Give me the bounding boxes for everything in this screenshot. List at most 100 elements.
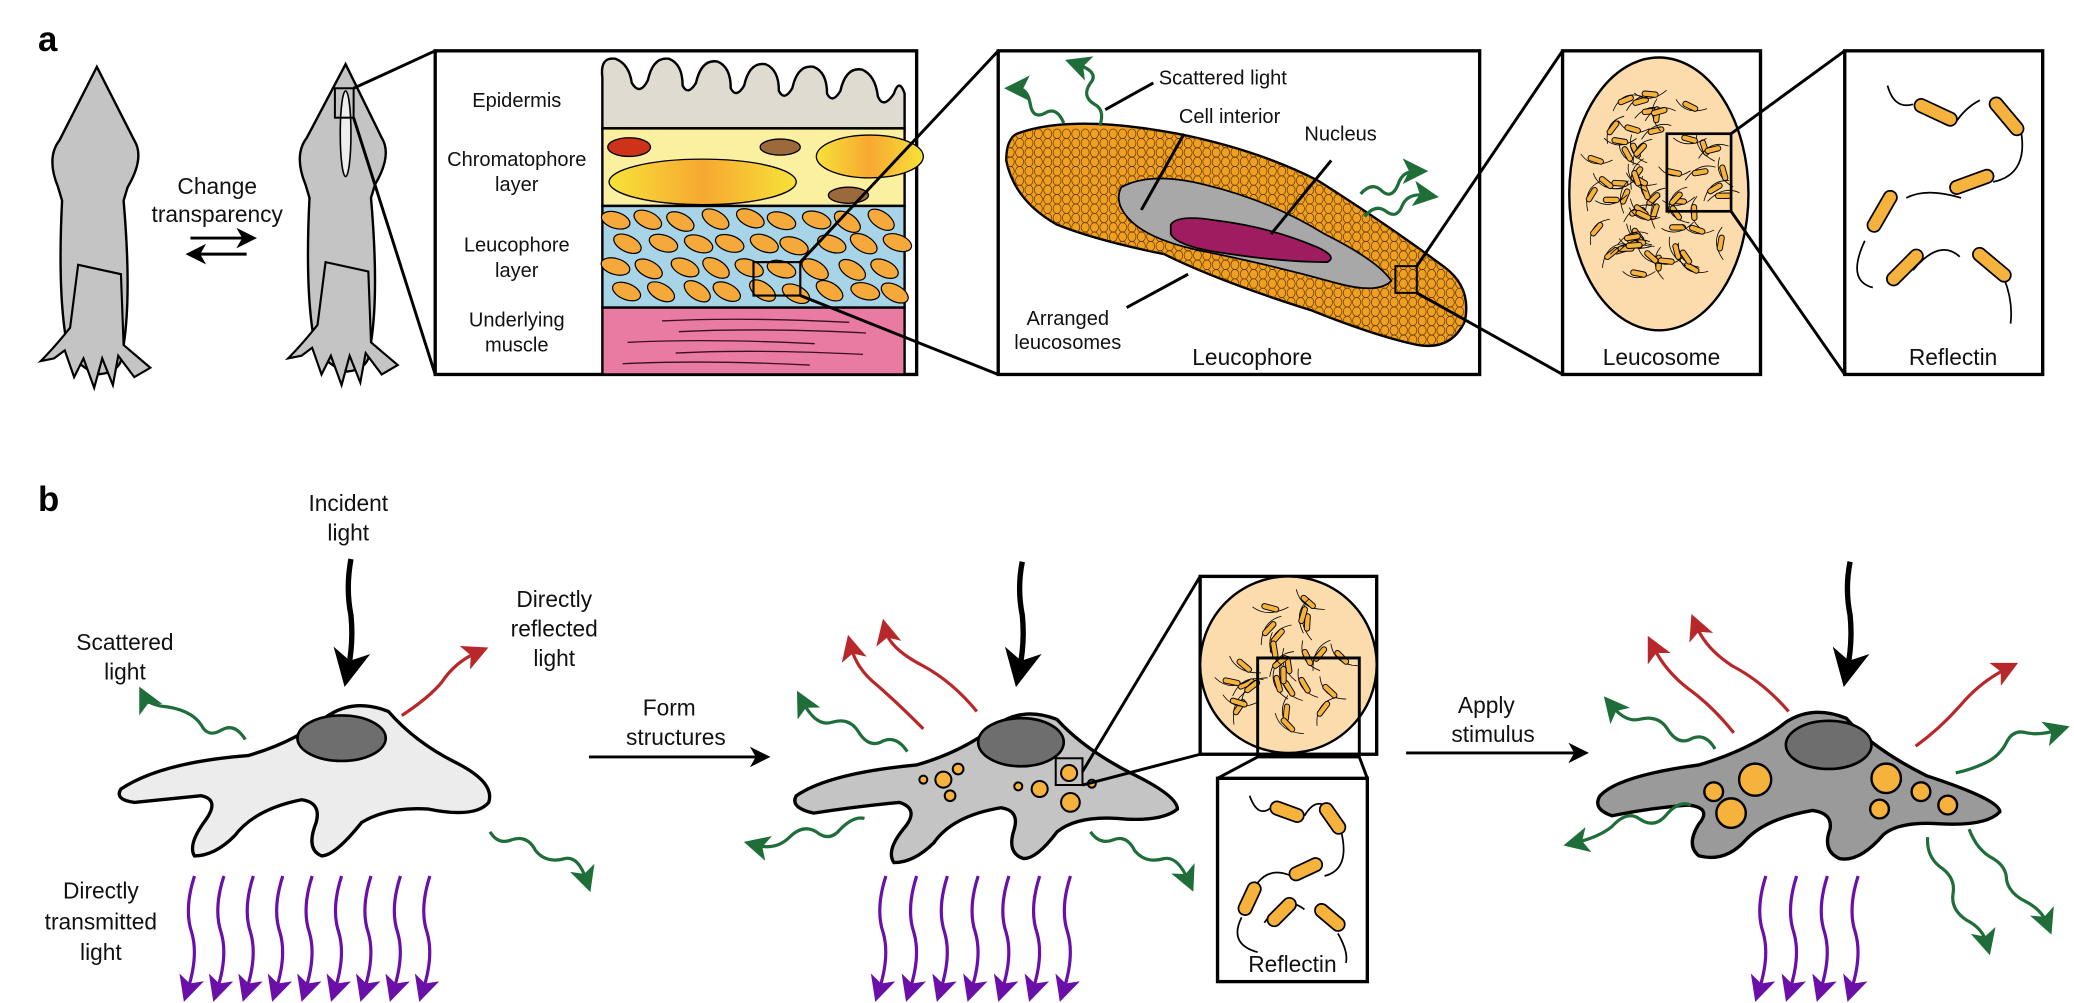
panel-label-a: a <box>38 21 58 59</box>
leucophore-blob <box>701 208 730 230</box>
reflectin-rod <box>1300 594 1316 610</box>
transmitted-light-arrow <box>385 875 410 1002</box>
reflectin-rod <box>1318 802 1347 835</box>
reflectin-rod <box>1691 168 1709 177</box>
change-transparency-label-1: Change <box>177 173 257 199</box>
transmitted-light-label-3: light <box>80 939 122 965</box>
leucophore-blob <box>612 281 642 302</box>
transmitted-light-arrow <box>1055 875 1080 1002</box>
incident-arrow-1 <box>333 558 371 688</box>
reflectin-rod <box>1632 96 1649 106</box>
reflectin-rod <box>1261 621 1277 637</box>
epidermis-label: Epidermis <box>472 90 561 112</box>
reflectin-rod <box>1587 154 1604 165</box>
reflectin-rod <box>1269 800 1305 823</box>
leucophore-blob <box>849 232 878 255</box>
scattered-light-b-label-2: light <box>104 658 146 684</box>
transmitted-light-arrow <box>356 875 381 1002</box>
apply-stimulus-label-2: stimulus <box>1451 721 1534 747</box>
reflectin-rod <box>1298 606 1308 625</box>
reflectin-rod <box>1669 224 1687 231</box>
reflected-light-label-2: reflected <box>511 616 598 642</box>
leucophore-blob <box>666 211 695 232</box>
arranged-label-2: leucosomes <box>1014 332 1121 354</box>
incident-light-label-1: Incident <box>308 490 388 516</box>
reflectin-rod <box>1715 192 1732 200</box>
reflectin-rod <box>1866 189 1898 233</box>
reflectin-rod <box>1716 234 1725 252</box>
reflectin-rod <box>1280 717 1296 733</box>
leucophore-blob <box>838 258 867 281</box>
leucophore-blob <box>850 281 881 301</box>
reflectin-rod <box>1633 142 1648 157</box>
scattered-light-label: Scattered light <box>1159 67 1288 89</box>
reflectin-rod <box>1631 170 1642 187</box>
reflectin-rod <box>1222 677 1241 687</box>
leucophore-blob <box>646 281 676 303</box>
cell-stimulated <box>1596 710 2002 861</box>
muscle-fiber <box>678 329 867 334</box>
reflectin-rod <box>1624 124 1641 134</box>
leucosome-title: Leucosome <box>1603 344 1720 370</box>
incident-light-label-2: light <box>327 519 369 545</box>
muscle-fiber <box>622 361 810 366</box>
chromatophore-layer <box>601 127 924 208</box>
leucophore-blob <box>714 233 745 253</box>
leucophore-blob <box>633 209 663 230</box>
reflectin-rod <box>1237 881 1262 916</box>
apply-stimulus-label-1: Apply <box>1458 692 1515 718</box>
transmitted-light-arrow <box>326 875 352 1002</box>
muscle-layer <box>601 306 906 376</box>
leucophore-blob <box>867 208 895 231</box>
reflected-light-label-1: Directly <box>516 586 592 612</box>
chromatophore-label-2: layer <box>495 174 539 196</box>
reflectin-rod <box>1704 145 1722 154</box>
reflectin-cluster <box>1580 89 1740 280</box>
reflectin-rod <box>1621 146 1634 162</box>
leucophore-title: Leucophore <box>1192 344 1312 370</box>
reflectin-rod <box>1602 196 1620 204</box>
inset-reflectin-title: Reflectin <box>1248 951 1336 977</box>
reflectin-rod <box>1681 134 1698 144</box>
reflectin-rod <box>1598 176 1614 190</box>
reflectin-rod <box>1266 896 1297 928</box>
reflectin-rod <box>1679 249 1693 265</box>
transmitted-light-arrow <box>1750 875 1776 1002</box>
transmitted-light-arrow <box>238 875 263 1002</box>
reflectin-rod <box>1288 857 1324 882</box>
reflectin-rod <box>1229 697 1248 708</box>
transmitted-light-arrow <box>267 875 293 1002</box>
leucophore-blob <box>779 236 809 256</box>
transmitted-light-arrows <box>179 875 440 1002</box>
transmitted-light-arrow <box>1843 875 1868 1002</box>
cell-interior-label: Cell interior <box>1179 106 1281 128</box>
transmitted-light-arrow <box>901 875 927 1002</box>
incident-arrow-3 <box>1832 561 1870 688</box>
leucophore-layer-label-2: layer <box>495 260 539 282</box>
squid-transparent <box>284 61 400 389</box>
leucophore-blob <box>670 257 700 278</box>
transmitted-light-arrow <box>1024 875 1050 1002</box>
leucophore-blob <box>766 211 797 231</box>
reflectin-rod <box>1988 96 2025 137</box>
reflectin-chain <box>1856 85 2025 324</box>
inset-reflectin-chain <box>1236 795 1348 964</box>
reflectin-rod <box>1682 100 1699 112</box>
reflectin-rod <box>1236 658 1252 673</box>
leucophore-layer-label-1: Leucophore <box>464 234 570 256</box>
reflectin-rod <box>1261 603 1280 613</box>
transmitted-light-arrow <box>870 875 896 1002</box>
leucophore-blob <box>735 208 765 229</box>
reflectin-rod <box>1298 676 1311 694</box>
transmitted-light-arrows-2 <box>870 875 1080 1002</box>
transmitted-light-arrow <box>179 875 204 1002</box>
leucosome-dot <box>1417 334 1427 345</box>
leucophore-blob <box>734 258 764 278</box>
nucleus-label: Nucleus <box>1304 123 1376 145</box>
reflectin-rod <box>1273 674 1283 693</box>
reflectin-rod <box>1972 246 2012 283</box>
muscle-label-2: muscle <box>485 335 548 357</box>
transmitted-light-label-2: transmitted <box>45 908 157 934</box>
reflectin-rod <box>1625 241 1643 249</box>
